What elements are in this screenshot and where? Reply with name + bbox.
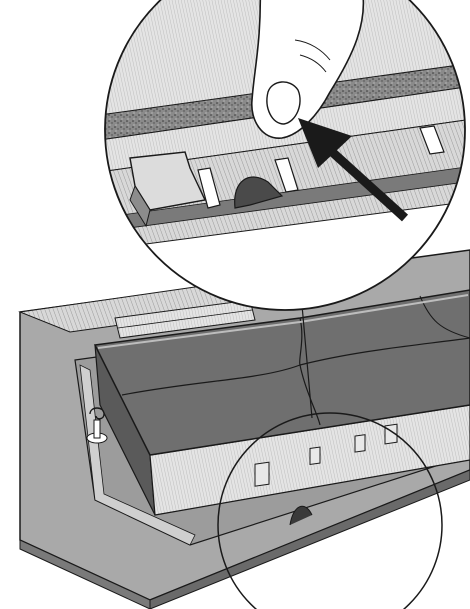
latch-tab-icon (354, 434, 366, 453)
pin-shaft (93, 419, 101, 439)
detail-latch-large-shade (129, 184, 151, 228)
arrow-icon (298, 118, 409, 222)
pin-hook-icon (89, 407, 105, 420)
fingernail (266, 81, 301, 125)
latch-notch-icon (289, 505, 313, 526)
large-callout-ring (104, 0, 466, 311)
latch-tab-icon (254, 461, 270, 487)
small-callout-circle (217, 412, 443, 609)
arrow-head (298, 118, 352, 168)
tray-recess-lip (79, 364, 196, 546)
finger-press-icon (251, 0, 365, 139)
hinge-roll-ridge (117, 309, 253, 329)
tray-front-edge (19, 539, 151, 609)
magnifier-callout-icon (104, 0, 466, 311)
tray-pin (86, 407, 108, 444)
film-holder-top (93, 289, 470, 456)
finger-crease (294, 39, 331, 61)
detail-holder-bottom (105, 164, 465, 233)
panel-seam-vertical (299, 317, 321, 426)
film-holder (93, 289, 470, 526)
detail-tab-3 (419, 125, 445, 155)
detail-tab-2 (274, 157, 299, 193)
detail-tab-1 (197, 167, 221, 209)
latch-tab-icon (309, 446, 321, 466)
small-callout-ring (217, 412, 443, 609)
film-holder-edge-highlight (97, 294, 469, 349)
finger-crease-2 (299, 54, 327, 73)
detail-notch-icon (234, 176, 284, 209)
